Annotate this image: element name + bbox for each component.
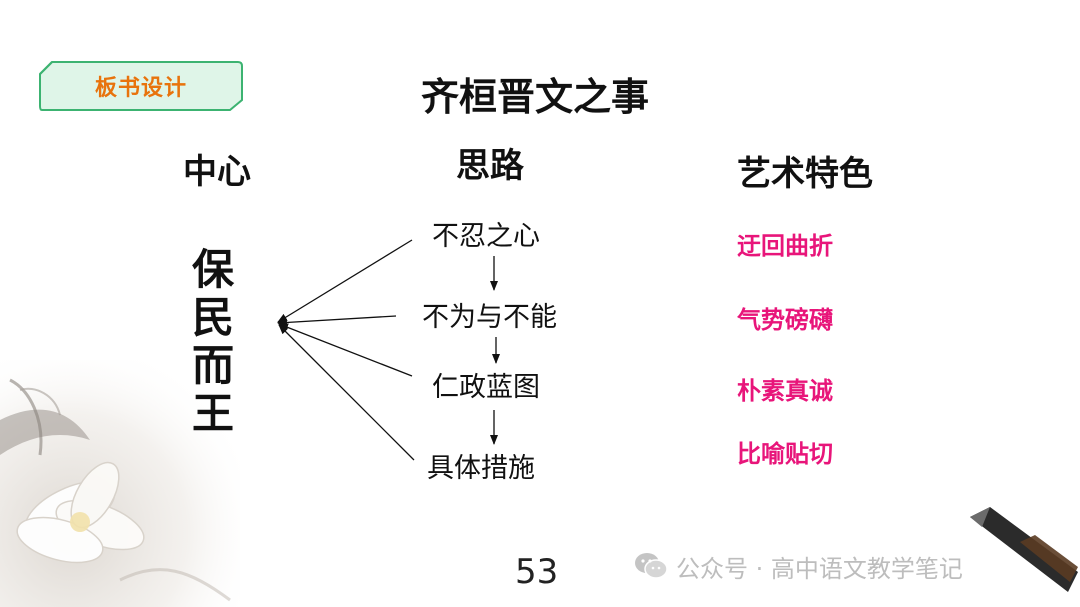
art-heading: 艺术特色 (737, 154, 873, 194)
art-item: 比喻贴切 (737, 440, 833, 468)
watermark: 公众号 · 高中语文教学笔记 (634, 550, 963, 583)
section-tag: 板书设计 (38, 60, 244, 112)
arrow-from-path-4 (278, 324, 415, 461)
page-title: 齐桓晋文之事 (420, 75, 649, 119)
path-item: 不忍之心 (432, 221, 540, 252)
path-item: 仁政蓝图 (432, 372, 540, 403)
art-item: 朴素真诚 (737, 377, 833, 405)
wechat-icon (635, 553, 668, 579)
path-item: 不为与不能 (422, 302, 557, 333)
brush-pen-decoration (970, 507, 1078, 592)
center-text: 保民而王 (191, 245, 234, 438)
art-item: 迂回曲折 (737, 232, 833, 260)
flower-painting-decoration (0, 360, 240, 607)
path-heading: 思路 (456, 146, 524, 186)
watermark-text: 公众号 · 高中语文教学笔记 (676, 554, 963, 583)
tag-shape (39, 61, 243, 111)
tag-label: 板书设计 (94, 76, 187, 101)
center-heading: 中心 (183, 152, 251, 192)
art-item: 气势磅礴 (737, 306, 833, 334)
path-item: 具体措施 (427, 453, 535, 484)
page-number: 53 (515, 552, 559, 592)
arrow-from-path-3 (278, 323, 413, 377)
arrow-from-path-2 (277, 315, 397, 327)
arrow-from-path-1 (277, 239, 413, 323)
